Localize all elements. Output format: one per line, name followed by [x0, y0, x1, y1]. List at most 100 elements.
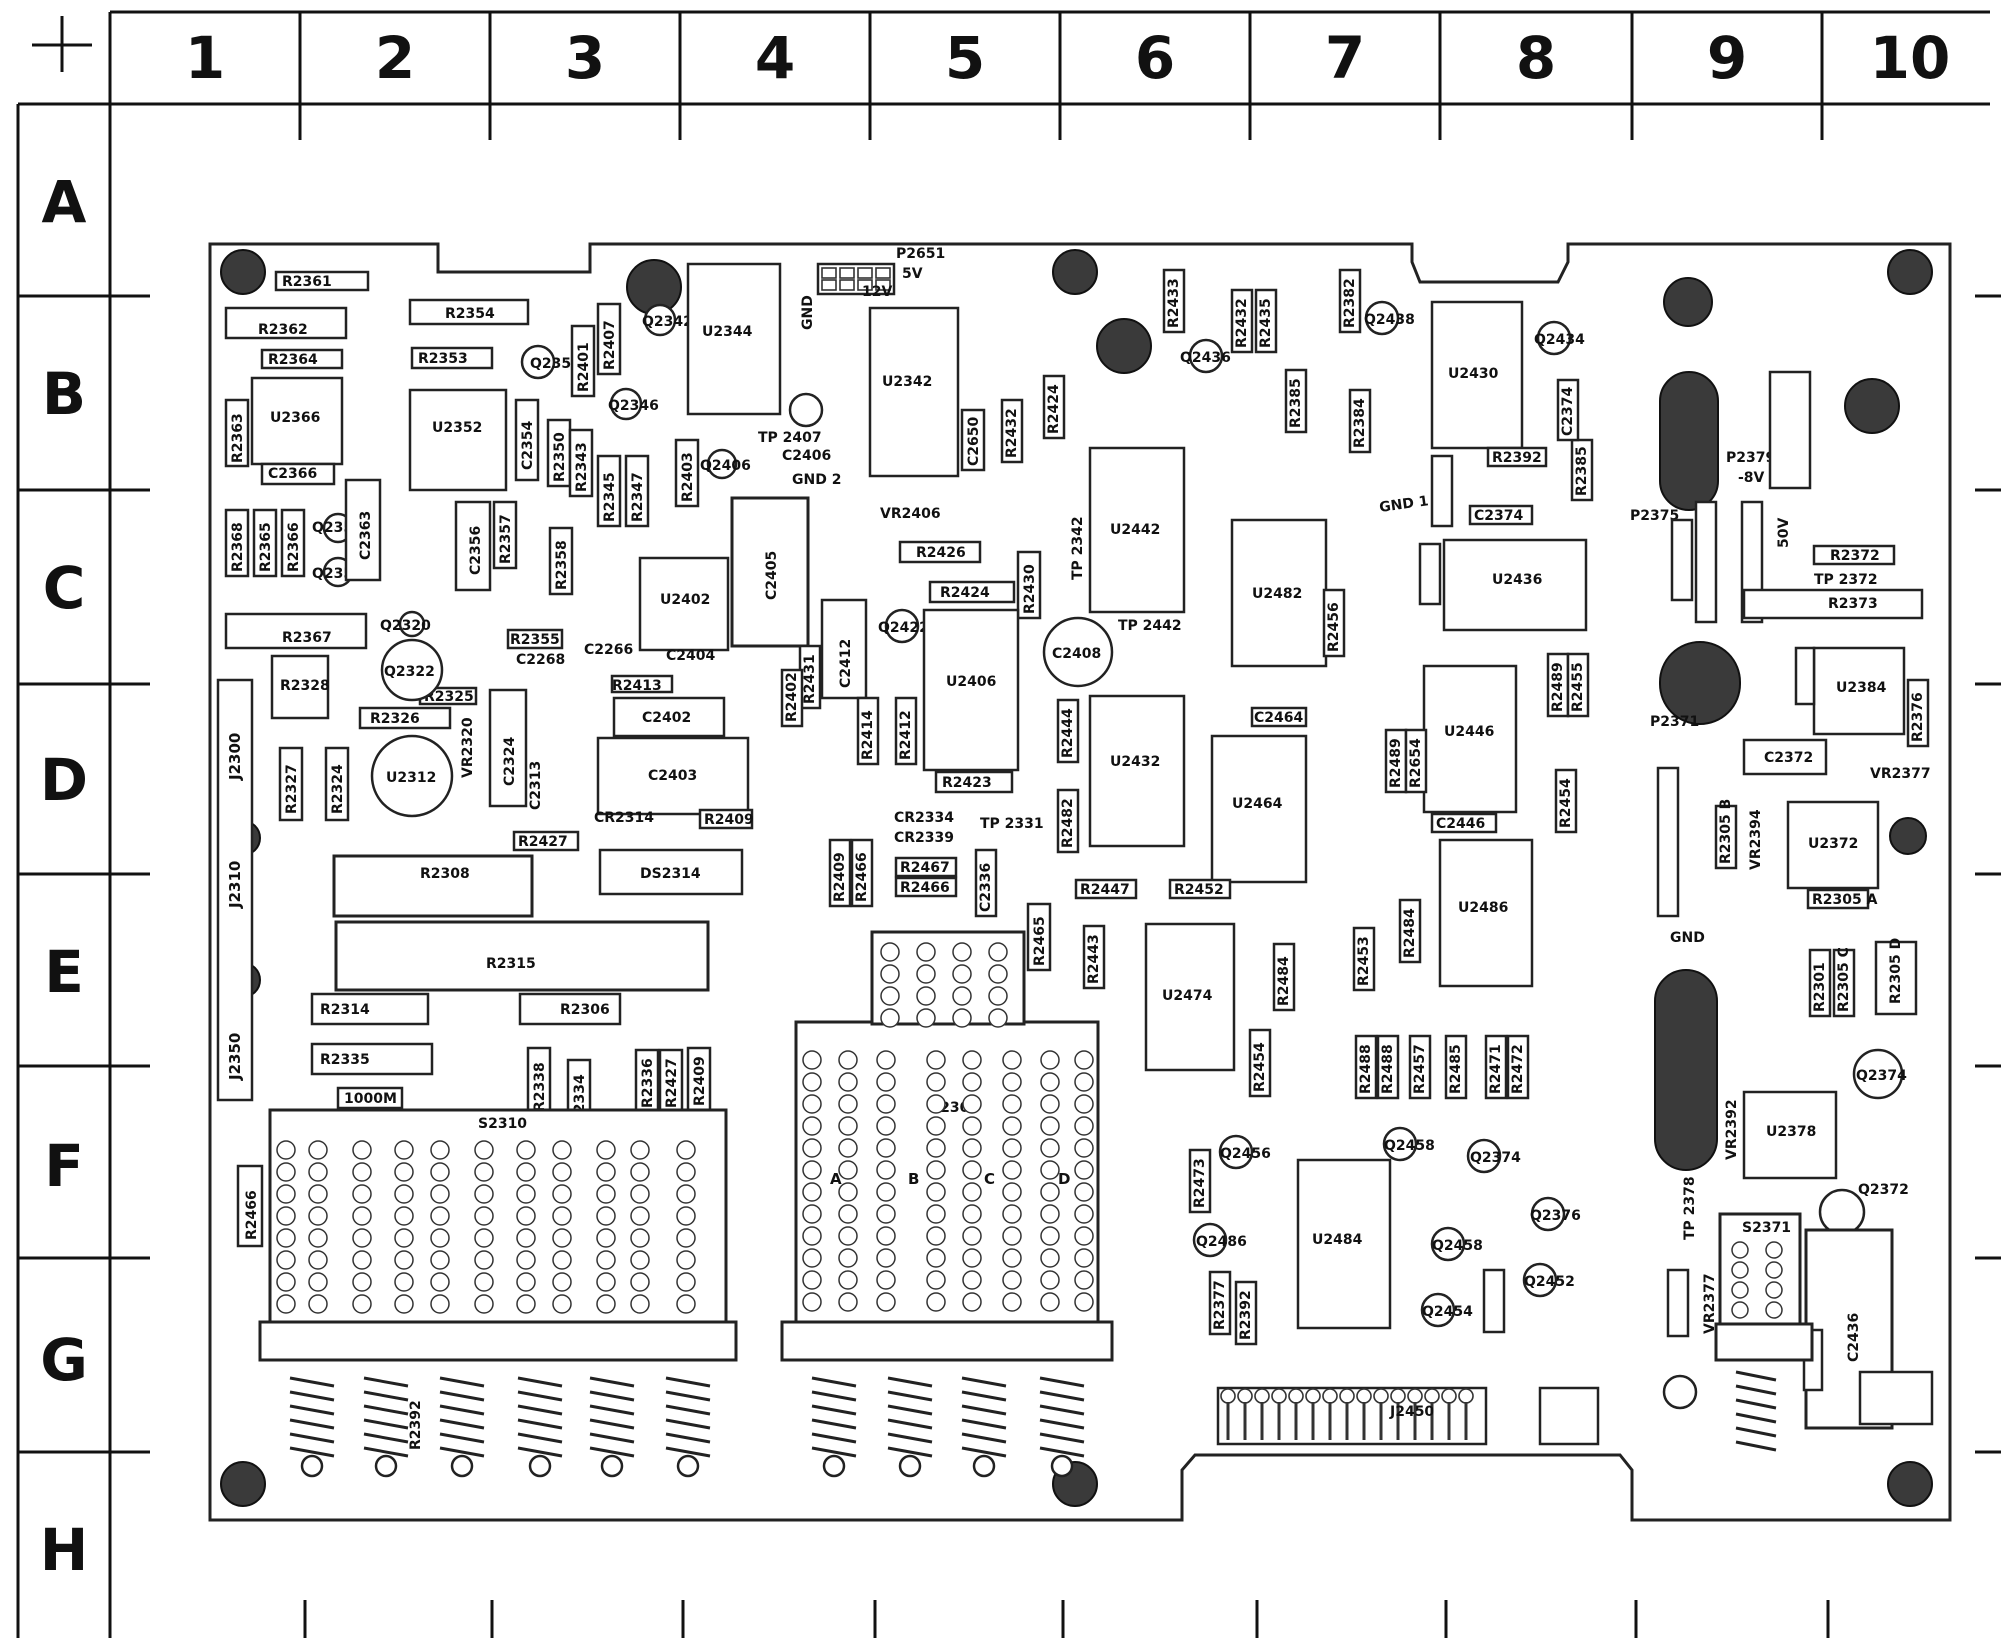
resistor-label: R2424 [940, 585, 990, 601]
switch-contact [926, 1182, 946, 1202]
ic-label: U2384 [1836, 680, 1887, 696]
ic-package [1742, 1090, 1838, 1180]
connector-label: J2350 [226, 1033, 244, 1081]
resistor-label: R2392 [408, 1400, 424, 1450]
resistor-label: R2407 [602, 320, 618, 370]
switch-foot [972, 1454, 996, 1478]
switch-contact [308, 1206, 328, 1226]
capacitor-label: C2313 [528, 761, 544, 810]
resistor-label: R2465 [1032, 916, 1048, 966]
switch-contact [352, 1162, 372, 1182]
switch-contact [1002, 1050, 1022, 1070]
spring [589, 1376, 635, 1458]
switch-contact [1074, 1182, 1094, 1202]
power-label: GND [800, 295, 816, 330]
switch-contact [1074, 1292, 1094, 1312]
switch-contact [838, 1270, 858, 1290]
misc-label: DS2314 [640, 866, 701, 882]
switch-contact [596, 1272, 616, 1292]
row-label: F [44, 1132, 84, 1200]
switch-contact [988, 986, 1008, 1006]
switch-contact [308, 1250, 328, 1270]
switch-contact [474, 1250, 494, 1270]
row-label: E [44, 938, 84, 1006]
header-p2375: P2375 [1630, 500, 1764, 624]
resistor-label: R2457 [1412, 1044, 1428, 1094]
switch-contact [394, 1294, 414, 1314]
switch-contact [802, 1226, 822, 1246]
connector-strip [1656, 766, 1680, 918]
resistor-label: R2488 [1358, 1044, 1374, 1094]
capacitor-label: C2366 [268, 466, 317, 482]
switch-contact [394, 1184, 414, 1204]
transistor-label: Q2422 [878, 620, 929, 636]
power-resistor [334, 920, 710, 992]
switch-contact [838, 1050, 858, 1070]
capacitor-label: C2402 [642, 710, 691, 726]
switch-contact [1002, 1204, 1022, 1224]
switch-contact [962, 1160, 982, 1180]
switch-contact [630, 1250, 650, 1270]
resistor-label: R2305 B [1718, 799, 1734, 864]
switch-contact [802, 1248, 822, 1268]
resistor-label: R2444 [1060, 708, 1076, 758]
resistor-label: R2433 [1166, 278, 1182, 328]
switch-contact [430, 1184, 450, 1204]
connector-pin [1220, 1388, 1236, 1404]
switch-contact [876, 1182, 896, 1202]
connector-label: P2371 [1650, 714, 1699, 730]
resistor-label: R2373 [1828, 596, 1878, 612]
resistor-label: R2343 [574, 442, 590, 492]
row-label: C [43, 554, 86, 622]
resistor-label: R2305 D [1888, 938, 1904, 1004]
resistor-label: R2456 [1326, 602, 1342, 652]
resistor-label: R2402 [784, 672, 800, 722]
switch-contact [802, 1116, 822, 1136]
resistor-label: R2482 [1060, 798, 1076, 848]
switch-contact [596, 1250, 616, 1270]
switch-contact [1731, 1261, 1749, 1279]
resistor-label: R2355 [510, 632, 560, 648]
resistor-label: R2305 C [1836, 947, 1852, 1012]
resistor-label: R2358 [554, 540, 570, 590]
ic-label: U2484 [1312, 1232, 1363, 1248]
transistor-label: Q2436 [1180, 350, 1231, 366]
column-label: 10 [1870, 24, 1951, 92]
switch-foot [822, 1454, 846, 1478]
resistor-label: R2489 [1550, 662, 1566, 712]
resistor-label: R2426 [916, 545, 966, 561]
capacitor-label: C2404 [666, 648, 715, 664]
power-label: GND 1 [1378, 493, 1429, 516]
switch-contact [962, 1204, 982, 1224]
resistor-label: R2353 [418, 351, 468, 367]
column-label: 5 [945, 24, 985, 92]
ic-label: U2474 [1162, 988, 1213, 1004]
switch-contact [352, 1250, 372, 1270]
resistor-label: R2452 [1174, 882, 1224, 898]
spring [289, 1376, 335, 1458]
row-label: H [40, 1516, 89, 1584]
connector-pin [1339, 1388, 1355, 1404]
resistor-label: R2361 [282, 274, 332, 290]
switch-contact [1002, 1072, 1022, 1092]
resistor-label: R2431 [802, 654, 818, 704]
switch-contact [552, 1162, 572, 1182]
switch-contact [1040, 1270, 1060, 1290]
resistor-label: R2336 [640, 1058, 656, 1108]
switch-contact [1040, 1292, 1060, 1312]
resistor-label: R2368 [230, 522, 246, 572]
switch-contact [596, 1206, 616, 1226]
misc-label: TP 2342 [1070, 516, 1086, 580]
mounting-hole [1887, 1461, 1933, 1507]
connector-pin [1254, 1388, 1270, 1404]
transistor-label: Q2458 [1384, 1138, 1435, 1154]
switch-contact [952, 964, 972, 984]
resistor-label: R2432 [1004, 408, 1020, 458]
ic-label: U2372 [1808, 836, 1858, 852]
switch-contact [876, 1116, 896, 1136]
ic-package [1088, 446, 1186, 614]
switch-contact [430, 1250, 450, 1270]
resistor-label: R2326 [370, 711, 420, 727]
resistor-label: R2473 [1192, 1158, 1208, 1208]
